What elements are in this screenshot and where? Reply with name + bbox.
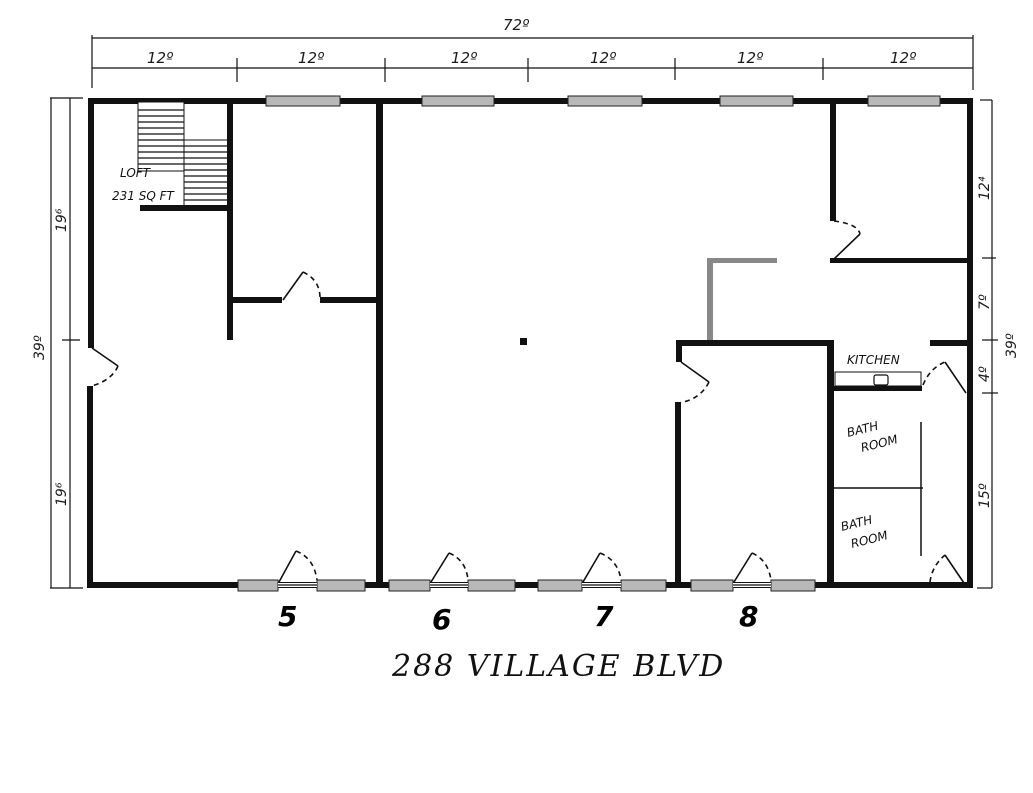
left-segment-2-label: 19⁶ bbox=[54, 482, 70, 506]
segment-5-label: 12º bbox=[737, 49, 763, 67]
storefront-unit-5[interactable] bbox=[237, 550, 366, 592]
right-segment-2-label: 7º bbox=[977, 294, 993, 310]
segment-1-label: 12º bbox=[147, 49, 173, 67]
right-total-label: 39º bbox=[1004, 333, 1020, 358]
exterior-walls bbox=[87, 98, 973, 588]
kitchen-label: KITCHEN bbox=[847, 353, 900, 367]
right-segment-4-label: 15º bbox=[977, 483, 993, 508]
storefront-unit-8[interactable] bbox=[690, 552, 816, 592]
demising-wall-5-6 bbox=[376, 104, 383, 584]
loft-area-label: 231 SQ FT bbox=[112, 189, 175, 203]
address-label: 288 VILLAGE BLVD bbox=[391, 649, 725, 684]
unit-number-5: 5 bbox=[278, 600, 297, 633]
segment-6-label: 12º bbox=[890, 49, 916, 67]
left-dimension: 39º 19⁶ 19⁶ bbox=[32, 97, 83, 589]
storefront-unit-7[interactable] bbox=[537, 552, 667, 592]
overall-width-label: 72º bbox=[503, 16, 529, 34]
unit-number-6: 6 bbox=[432, 603, 451, 636]
unit-number-8: 8 bbox=[739, 600, 758, 633]
segment-3-label: 12º bbox=[451, 49, 477, 67]
left-total-label: 39º bbox=[32, 335, 48, 360]
left-side-door[interactable] bbox=[91, 347, 119, 387]
left-segment-1-label: 19⁶ bbox=[54, 208, 70, 232]
right-segment-3-label: 4º bbox=[977, 366, 993, 382]
storefront-unit-6[interactable] bbox=[388, 552, 516, 592]
unit-5-interior bbox=[227, 104, 378, 340]
top-dimension: 72º 12º 12º 12º 12º 12º 12º bbox=[91, 16, 974, 90]
unit-8-interior: KITCHEN BATH ROOM BATH ROOM bbox=[675, 104, 967, 587]
top-windows bbox=[265, 95, 941, 107]
loft-stairs[interactable]: LOFT 231 SQ FT bbox=[112, 101, 232, 211]
unit-number-7: 7 bbox=[594, 600, 614, 633]
bath-2-label-line-2: ROOM bbox=[849, 528, 889, 551]
column-marker bbox=[520, 338, 527, 345]
right-segment-1-label: 12⁴ bbox=[977, 176, 993, 200]
right-dimension: 12⁴ 7º 4º 15º 39º bbox=[977, 99, 1020, 589]
segment-2-label: 12º bbox=[298, 49, 324, 67]
segment-4-label: 12º bbox=[590, 49, 616, 67]
bath-2-label-line-1: BATH bbox=[839, 513, 873, 534]
loft-label: LOFT bbox=[120, 166, 152, 180]
